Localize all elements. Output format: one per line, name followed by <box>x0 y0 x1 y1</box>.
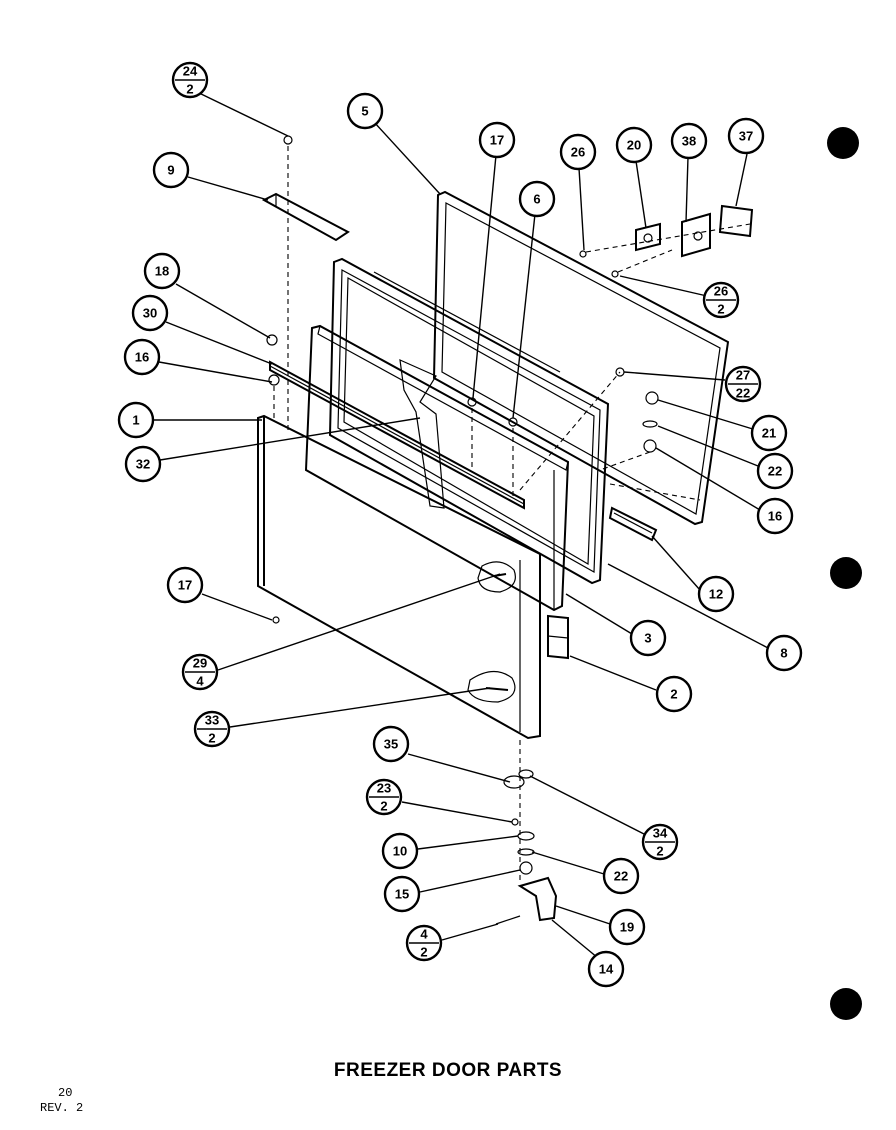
part-breaker-strip-12 <box>608 506 658 542</box>
page-title: FREEZER DOOR PARTS <box>333 1060 563 1081</box>
callout-label: 12 <box>709 587 723 602</box>
callout-3: 3 <box>629 619 667 657</box>
callout-qty: 2 <box>186 82 193 97</box>
callout-1: 1 <box>117 401 155 439</box>
callout-label: 8 <box>780 646 787 661</box>
callout-label: 16 <box>135 350 149 365</box>
callout-label: 19 <box>620 920 634 935</box>
callout-4-2: 4 2 <box>405 924 443 962</box>
part-hinge-assembly <box>635 204 754 258</box>
callout-label: 24 <box>183 64 198 79</box>
callout-10: 10 <box>381 832 419 870</box>
callout-label: 32 <box>136 457 150 472</box>
callout-label: 26 <box>571 145 585 160</box>
callout-label: 9 <box>167 163 174 178</box>
callout-16-left: 16 <box>123 338 161 376</box>
binder-hole-middle <box>830 557 862 589</box>
callout-26-2: 26 2 <box>702 281 740 319</box>
callout-label: 20 <box>627 138 641 153</box>
callout-23-2: 23 2 <box>365 778 403 816</box>
callout-qty: 2 <box>420 945 427 960</box>
callout-qty: 22 <box>736 386 750 401</box>
callout-34-2: 34 2 <box>641 823 679 861</box>
callout-9: 9 <box>152 151 190 189</box>
callout-label: 33 <box>205 713 219 728</box>
callout-label: 17 <box>490 133 504 148</box>
callout-label: 34 <box>653 826 668 841</box>
callout-label: 29 <box>193 656 207 671</box>
callout-37: 37 <box>727 117 765 155</box>
callout-30: 30 <box>131 294 169 332</box>
part-inner-liner-8 <box>328 257 610 585</box>
callout-qty: 2 <box>717 302 724 317</box>
callout-16-right: 16 <box>756 497 794 535</box>
part-spacer-2 <box>547 614 569 660</box>
callout-qty: 4 <box>196 674 204 689</box>
callout-21: 21 <box>750 414 788 452</box>
callout-27-22: 27 22 <box>724 365 762 403</box>
part-hinge-cover-9 <box>261 192 350 242</box>
callout-2: 2 <box>655 675 693 713</box>
callout-label: 5 <box>361 104 368 119</box>
callout-label: 37 <box>739 129 753 144</box>
callout-15: 15 <box>383 875 421 913</box>
callout-5: 5 <box>346 92 384 130</box>
alignment-lines <box>273 146 751 880</box>
callout-label: 3 <box>644 631 651 646</box>
callout-12: 12 <box>697 575 735 613</box>
callout-20: 20 <box>615 126 653 164</box>
callout-label: 27 <box>736 368 750 383</box>
revision-label: REV. 2 <box>40 1101 84 1115</box>
callout-qty: 2 <box>208 731 215 746</box>
part-door-panel-3 <box>304 324 570 612</box>
callout-label: 10 <box>393 844 407 859</box>
callout-22-bottom: 22 <box>602 857 640 895</box>
callout-33-2: 33 2 <box>193 710 231 748</box>
callout-qty: 2 <box>380 799 387 814</box>
callout-label: 21 <box>762 426 776 441</box>
part-gasket-5 <box>432 190 730 526</box>
callout-label: 2 <box>670 687 677 702</box>
callout-label: 17 <box>178 578 192 593</box>
callout-label: 15 <box>395 887 409 902</box>
callout-24-2: 24 2 <box>171 61 209 99</box>
callout-19: 19 <box>608 908 646 946</box>
callout-26: 26 <box>559 133 597 171</box>
callout-38: 38 <box>670 122 708 160</box>
page-number: 20 <box>58 1086 73 1100</box>
part-hinge-strip-30 <box>269 360 525 510</box>
callout-label: 30 <box>143 306 157 321</box>
part-outer-door-1 <box>257 414 541 740</box>
callout-17-top: 17 <box>478 121 516 159</box>
leader-lines <box>154 91 769 959</box>
binder-hole-bottom <box>830 988 862 1020</box>
binder-hole-top <box>827 127 859 159</box>
callout-label: 14 <box>599 962 614 977</box>
callout-label: 26 <box>714 284 728 299</box>
callout-35: 35 <box>372 725 410 763</box>
callout-label: 16 <box>768 509 782 524</box>
callout-14: 14 <box>587 950 625 988</box>
callout-29-4: 29 4 <box>181 653 219 691</box>
part-hardware <box>266 135 659 925</box>
callout-6: 6 <box>518 180 556 218</box>
callout-label: 1 <box>132 413 139 428</box>
callout-8: 8 <box>765 634 803 672</box>
callout-18: 18 <box>143 252 181 290</box>
callout-qty: 2 <box>656 844 663 859</box>
callout-label: 35 <box>384 737 398 752</box>
callout-32: 32 <box>124 445 162 483</box>
callout-label: 18 <box>155 264 169 279</box>
callout-label: 23 <box>377 781 391 796</box>
callout-label: 22 <box>768 464 782 479</box>
callout-label: 22 <box>614 869 628 884</box>
callout-label: 38 <box>682 134 696 149</box>
callout-22-right: 22 <box>756 452 794 490</box>
callout-label: 6 <box>533 192 540 207</box>
callout-label: 4 <box>420 927 428 942</box>
callout-17-bottom: 17 <box>166 566 204 604</box>
